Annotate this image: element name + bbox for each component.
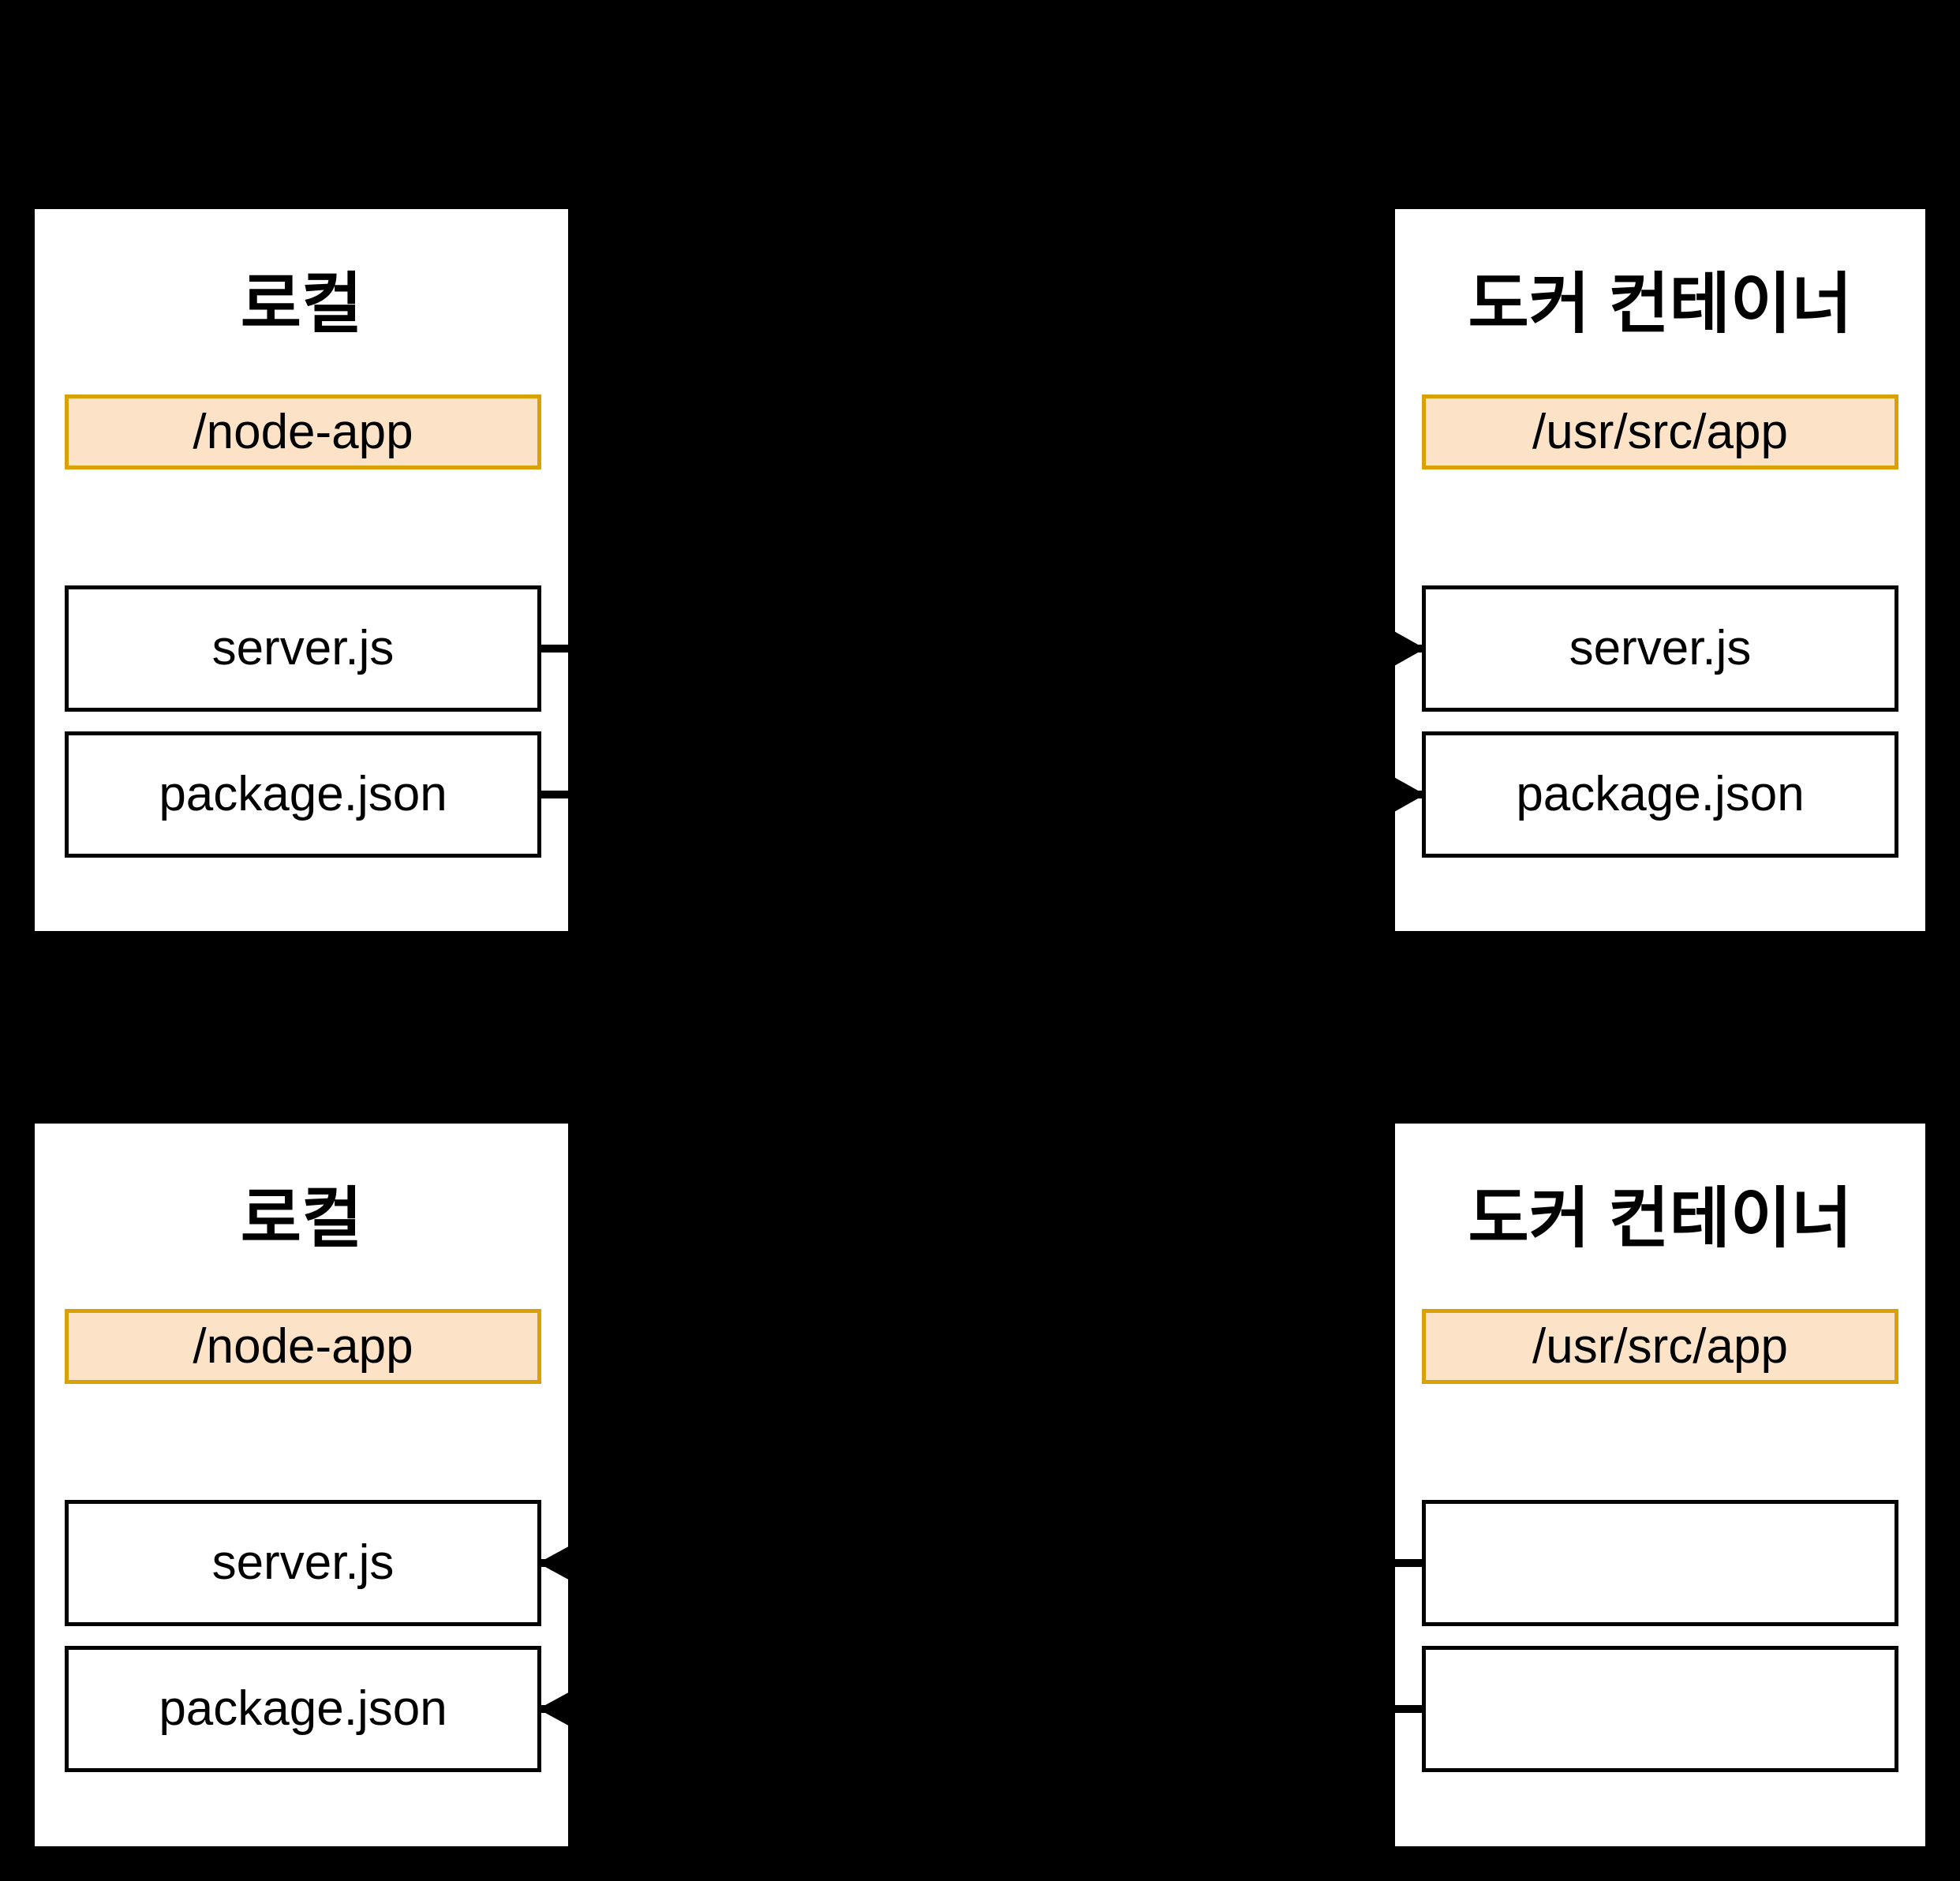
file-box-bottom-local-server-js[interactable]: server.js bbox=[65, 1500, 541, 1626]
panel-title-top-local: 로컬 bbox=[240, 267, 363, 341]
panel-title-bottom-local: 로컬 bbox=[240, 1181, 363, 1255]
file-box-top-local-package-json[interactable]: package.json bbox=[65, 731, 541, 858]
file-box-bottom-local-package-json[interactable]: package.json bbox=[65, 1646, 541, 1772]
panel-title-bottom-container: 도커 컨테이너 bbox=[1468, 1181, 1853, 1255]
path-box-bottom-container-label: /usr/src/app bbox=[1532, 1318, 1788, 1374]
file-box-bottom-local-server-js-label: server.js bbox=[211, 1535, 395, 1590]
file-box-top-local-server-js[interactable]: server.js bbox=[65, 585, 541, 712]
file-box-top-container-server-js[interactable]: server.js bbox=[1422, 585, 1898, 712]
path-box-top-container[interactable]: /usr/src/app bbox=[1422, 395, 1898, 469]
connector-bottom-package-json bbox=[538, 1681, 1425, 1737]
path-box-top-local[interactable]: /node-app bbox=[65, 395, 541, 469]
panel-top-container: 도커 컨테이너 /usr/src/app server.js package.j… bbox=[1395, 209, 1925, 931]
file-box-top-local-package-json-label: package.json bbox=[159, 767, 447, 821]
path-box-bottom-container[interactable]: /usr/src/app bbox=[1422, 1309, 1898, 1384]
connector-top-server-js bbox=[538, 620, 1425, 677]
file-box-top-container-server-js-label: server.js bbox=[1569, 621, 1752, 675]
panel-title-top-container: 도커 컨테이너 bbox=[1468, 267, 1853, 341]
file-box-bottom-local-package-json-label: package.json bbox=[159, 1681, 447, 1736]
file-box-bottom-container-empty-2[interactable] bbox=[1422, 1646, 1898, 1772]
panel-top-local: 로컬 /node-app server.js package.json bbox=[35, 209, 568, 931]
path-box-bottom-local[interactable]: /node-app bbox=[65, 1309, 541, 1384]
path-box-top-container-label: /usr/src/app bbox=[1532, 404, 1788, 459]
file-box-top-local-server-js-label: server.js bbox=[211, 621, 395, 675]
path-box-top-local-label: /node-app bbox=[193, 404, 413, 459]
path-box-bottom-local-label: /node-app bbox=[193, 1318, 413, 1374]
connector-top-package-json bbox=[538, 766, 1425, 823]
panel-bottom-local: 로컬 /node-app server.js package.json bbox=[35, 1124, 568, 1846]
file-box-bottom-container-empty-1[interactable] bbox=[1422, 1500, 1898, 1626]
file-box-top-container-package-json-label: package.json bbox=[1516, 767, 1805, 821]
panel-bottom-container: 도커 컨테이너 /usr/src/app bbox=[1395, 1124, 1925, 1846]
file-box-top-container-package-json[interactable]: package.json bbox=[1422, 731, 1898, 858]
connector-bottom-server-js bbox=[538, 1535, 1425, 1591]
